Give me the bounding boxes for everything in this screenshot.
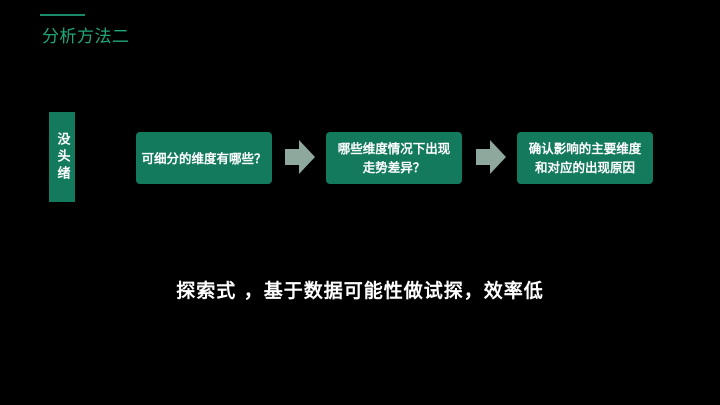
side-label: 没头绪 [49, 112, 75, 202]
arrow-right-icon [285, 140, 315, 174]
arrow-right-icon [476, 140, 506, 174]
step-box-2: 哪些维度情况下出现 走势差异？ [326, 132, 462, 184]
step-box-1: 可细分的维度有哪些？ [136, 132, 272, 184]
step-box-3: 确认影响的主要维度 和对应的出现原因 [517, 132, 653, 184]
page-title: 分析方法二 [42, 27, 130, 47]
title-underline [40, 14, 85, 16]
footer-text: 探索式 ，基于数据可能性做试探，效率低 [176, 280, 544, 302]
